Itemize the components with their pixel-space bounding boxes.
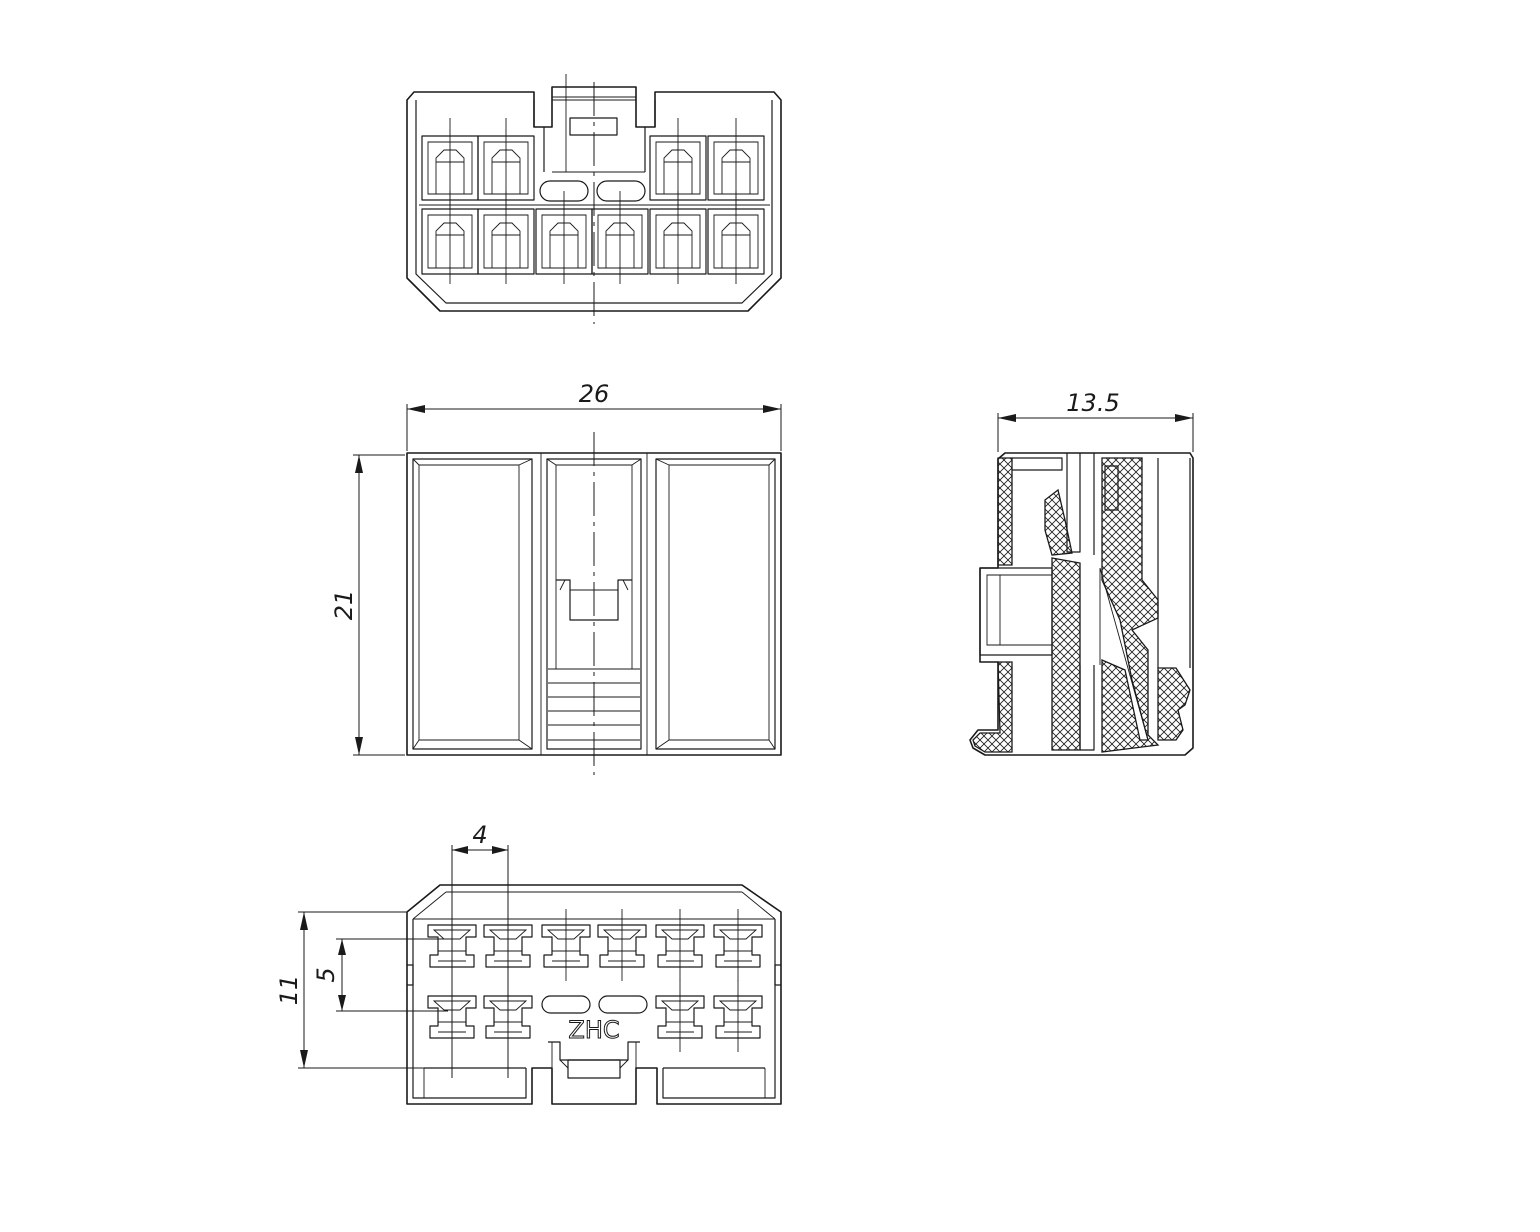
top-cavity — [707, 118, 765, 210]
front-view — [406, 432, 782, 775]
dimension-height-label: 21 — [330, 590, 358, 621]
face-cavity — [597, 909, 647, 981]
face-cavity — [655, 980, 705, 1052]
top-view — [406, 74, 782, 324]
dimension-pitch-label: 4 — [472, 821, 487, 849]
face-cavity — [713, 980, 763, 1052]
face-cavity — [713, 909, 763, 981]
dimension-height: 21 — [330, 454, 405, 756]
top-cavity — [649, 191, 707, 284]
dimension-face-height-label: 11 — [275, 975, 303, 1006]
dimension-row-pitch: 5 — [312, 938, 448, 1012]
top-cavity — [477, 191, 535, 284]
top-cavity — [707, 191, 765, 284]
dimension-row-pitch-label: 5 — [312, 967, 340, 982]
dimension-depth: 13.5 — [997, 389, 1194, 452]
face-cavity — [655, 909, 705, 981]
dimension-depth-label: 13.5 — [1066, 389, 1119, 417]
top-cavity — [649, 118, 707, 210]
zhc-logo-marking: ZHC — [568, 1016, 619, 1044]
dimension-pitch: 4 — [451, 821, 509, 1078]
face-cavity — [541, 909, 591, 981]
dimension-width: 26 — [406, 380, 782, 451]
side-section-view — [969, 452, 1194, 756]
dimension-face-height: 11 — [275, 911, 424, 1069]
mating-face-view: ZHC — [406, 884, 782, 1105]
dimension-width-label: 26 — [579, 380, 610, 408]
top-cavity — [591, 191, 649, 284]
top-view-cavities — [421, 118, 765, 284]
